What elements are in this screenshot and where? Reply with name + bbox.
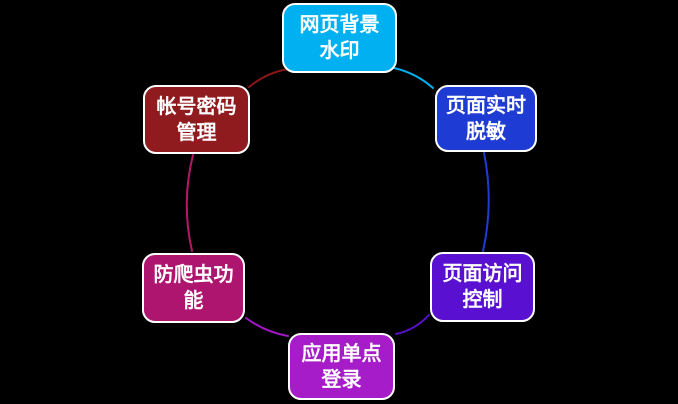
- node-account-password-mgmt: 帐号密码 管理: [143, 85, 250, 154]
- node-label-line: 页面访问: [442, 263, 523, 285]
- node-label-line: 控制: [462, 289, 503, 311]
- node-label-line: 帐号密码: [156, 95, 237, 118]
- node-label-line: 应用单点: [301, 342, 382, 365]
- connector-topright-to-bottomright: [482, 152, 490, 252]
- connector-bottomleft-to-topleft: [185, 154, 194, 252]
- node-label-line: 管理: [176, 121, 217, 144]
- node-label-line: 登录: [321, 368, 362, 391]
- node-label-line: 水印: [319, 40, 360, 62]
- node-label-line: 防爬虫功: [153, 264, 234, 286]
- connector-topleft-to-top: [248, 68, 289, 88]
- node-label-line: 网页背景: [299, 14, 380, 36]
- node-label-line: 能: [183, 290, 204, 312]
- node-page-access-control: 页面访问 控制: [430, 252, 535, 322]
- node-label-line: 脱敏: [466, 120, 506, 143]
- connector-top-to-topright: [393, 67, 434, 89]
- connector-bottom-to-bottomleft: [245, 317, 289, 337]
- node-app-single-sign-on: 应用单点 登录: [288, 333, 395, 400]
- node-label-line: 页面实时: [446, 94, 526, 117]
- node-page-realtime-masking: 页面实时 脱敏: [435, 85, 537, 152]
- node-web-background-watermark: 网页背景 水印: [282, 3, 397, 73]
- node-anti-crawler-function: 防爬虫功 能: [142, 253, 245, 323]
- connector-bottomright-to-bottom: [395, 314, 430, 335]
